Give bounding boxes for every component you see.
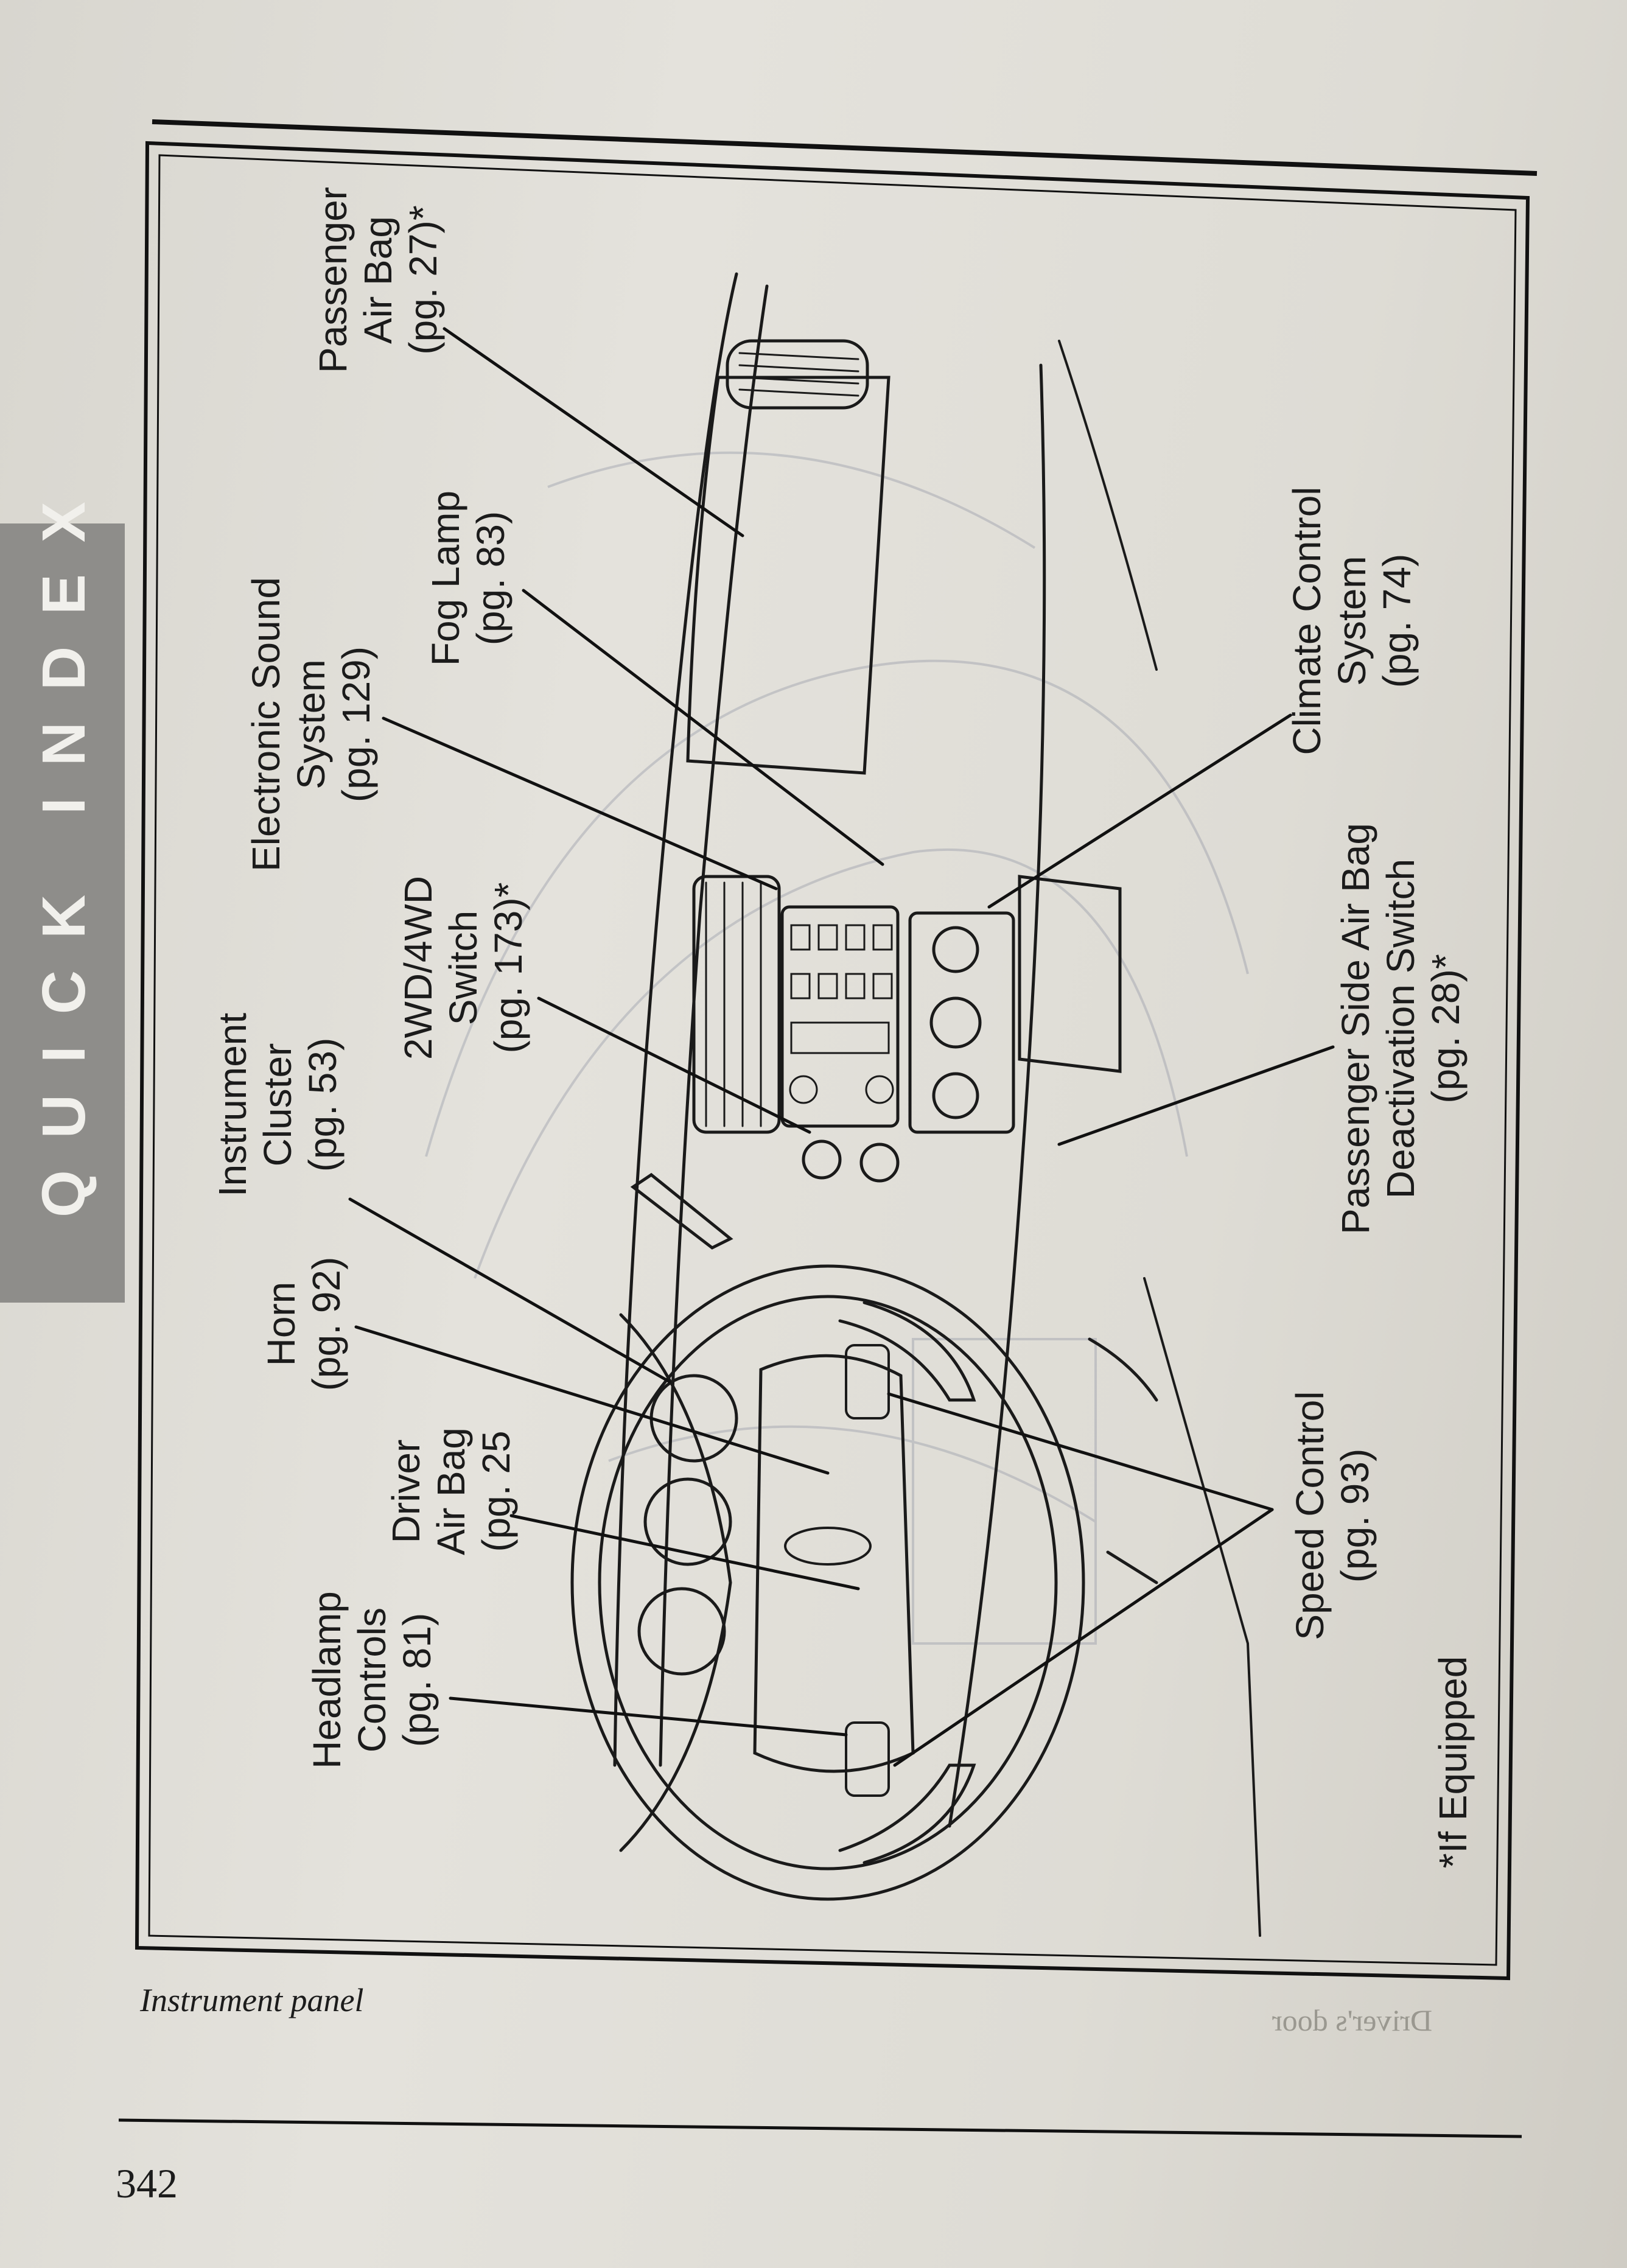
label-passenger-side-air-bag-switch: Passenger Side Air Bag Deactivation Swit…	[1334, 823, 1468, 1234]
glovebox	[686, 376, 890, 775]
bottom-rule	[118, 2118, 1522, 2138]
label-if-equipped: *If Equipped	[1431, 1656, 1475, 1869]
label-2wd-4wd-switch: 2WD/4WD Switch (pg. 173)*	[396, 875, 530, 1060]
passenger-vent	[726, 339, 869, 410]
speed-control-buttons-right	[845, 1344, 890, 1419]
ford-logo	[784, 1527, 872, 1566]
center-vent	[692, 875, 781, 1134]
leader-fog-lamp	[522, 589, 884, 866]
shift-lever	[630, 1172, 733, 1250]
leader-passenger-side-switch	[1057, 1045, 1335, 1146]
dashboard-lower-edge	[948, 363, 1046, 1828]
leader-passenger-air-bag	[443, 327, 744, 537]
label-fog-lamp: Fog Lamp (pg. 83)	[424, 490, 513, 667]
figure-caption: Instrument panel	[140, 1982, 364, 2018]
gauge-cluster	[619, 1313, 732, 1852]
inner-frame	[148, 154, 1517, 1966]
leader-speed-control-b	[893, 1508, 1274, 1767]
console-bin	[1018, 875, 1122, 1073]
leader-speed-control-a	[887, 1392, 1274, 1511]
quick-index-tab	[0, 523, 125, 1303]
label-speed-control: Speed Control (pg. 93)	[1288, 1391, 1377, 1640]
label-instrument-cluster: Instrument Cluster (pg. 53)	[211, 1012, 345, 1197]
leader-2wd-4wd	[537, 996, 811, 1134]
dashboard-upper-edge	[613, 272, 738, 1767]
leader-instrument-cluster	[348, 1197, 671, 1384]
top-rule	[152, 119, 1538, 176]
label-electronic-sound-system: Electronic Sound System (pg. 129)	[244, 577, 378, 872]
leader-climate	[987, 713, 1292, 909]
page-number: 342	[116, 2160, 178, 2207]
radio-unit	[780, 905, 900, 1128]
outer-frame	[135, 141, 1530, 1981]
leader-driver-air-bag	[509, 1514, 860, 1591]
label-driver-air-bag: Driver Air Bag (pg. 25	[384, 1427, 518, 1555]
speed-control-buttons-left	[845, 1721, 890, 1797]
steering-wheel-inner	[598, 1295, 1058, 1871]
leader-headlamp	[449, 1696, 848, 1737]
dashboard-edge-2	[659, 284, 769, 1767]
label-horn: Horn (pg. 92)	[259, 1256, 348, 1391]
bleed-through-text: Driver's door	[1272, 2003, 1433, 2037]
4wd-knob	[802, 1139, 842, 1180]
leader-sound-system	[382, 716, 778, 891]
label-climate-control-system: Climate Control System (pg. 74)	[1285, 486, 1419, 755]
climate-panel	[908, 911, 1015, 1134]
steering-wheel-outer	[570, 1264, 1085, 1901]
label-headlamp-controls: Headlamp Controls (pg. 81)	[305, 1591, 439, 1769]
leader-horn	[354, 1325, 830, 1475]
label-passenger-air-bag: Passenger Air Bag (pg. 27)*	[311, 187, 445, 373]
